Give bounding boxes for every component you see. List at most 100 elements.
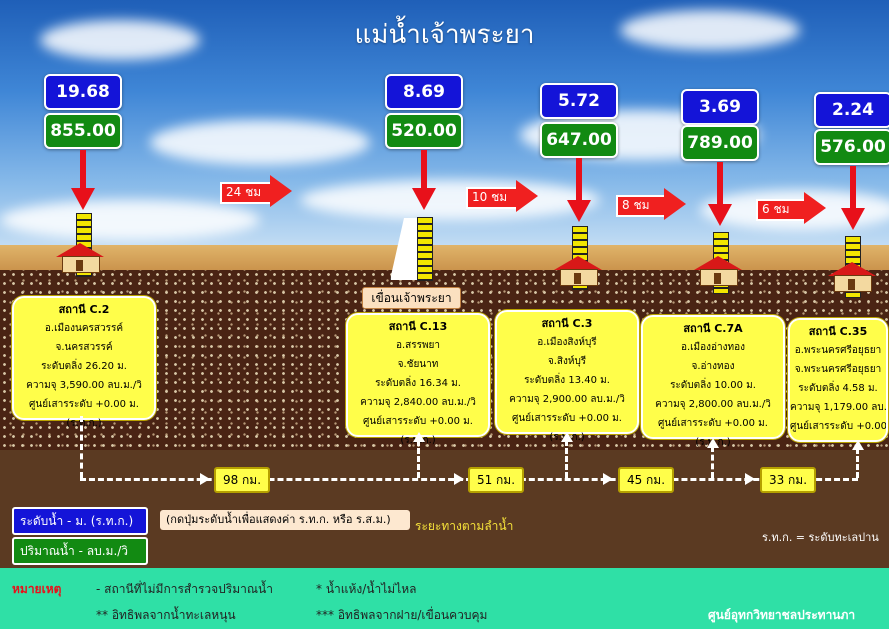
up-arrow-icon [707, 438, 719, 448]
distance-badge: 51 กม. [468, 467, 524, 493]
station-bank-level: ระดับตลิ่ง 26.20 ม. [41, 361, 127, 372]
note-tidal: ** อิทธิพลจากน้ำทะเลหนุน [96, 608, 236, 622]
datum-toggle-hint: (กดปุ่มระดับน้ำเพื่อแสดงค่า ร.ท.ก. หรือ … [160, 510, 410, 530]
station-card-c35[interactable]: สถานี C.35 อ.พระนครศรีอยุธยา จ.พระนครศรี… [788, 318, 888, 442]
station-capacity: ความจุ 2,900.00 ลบ.ม./วิ [509, 394, 625, 405]
travel-time-label: 6 ชม [762, 202, 790, 216]
organization-name: ศูนย์อุทกวิทยาชลประทานภา [708, 608, 856, 622]
water-level-button-c35[interactable]: 2.24 [814, 92, 889, 128]
down-arrow-icon [841, 208, 865, 230]
station-name: สถานี C.2 [58, 303, 110, 316]
station-datum: ศูนย์เสารระดับ +0.00 ม.(ร.ท.ก.) [29, 399, 139, 429]
station-card-c2[interactable]: สถานี C.2 อ.เมืองนครสวรรค์ จ.นครสวรรค์ ร… [12, 296, 156, 429]
down-arrow-icon [567, 200, 591, 222]
river-bed [0, 450, 889, 570]
station-house-icon [554, 256, 602, 286]
station-province: จ.นครสวรรค์ [55, 342, 113, 353]
water-level-button-c2[interactable]: 19.68 [44, 74, 122, 110]
water-level-button-c13[interactable]: 8.69 [385, 74, 463, 110]
station-card-c13[interactable]: สถานี C.13 อ.สรรพยา จ.ชัยนาท ระดับตลิ่ง … [346, 313, 490, 446]
station-name: สถานี C.13 [388, 320, 448, 333]
station-bank-level: ระดับตลิ่ง 4.58 ม. [798, 383, 878, 394]
cloud [150, 120, 370, 165]
station-district: อ.เมืองนครสวรรค์ [44, 323, 124, 334]
station-capacity: ความจุ 3,590.00 ลบ.ม./วิ [26, 380, 142, 391]
station-name: สถานี C.3 [541, 317, 593, 330]
station-name: สถานี C.35 [808, 325, 868, 338]
water-level-button-c3[interactable]: 5.72 [540, 83, 618, 119]
flow-value-c3: 647.00 [540, 122, 618, 158]
cloud [0, 200, 260, 240]
page-title: แม่น้ำเจ้าพระยา [354, 20, 535, 50]
station-house-icon [828, 262, 876, 292]
down-arrow-icon [412, 188, 436, 210]
travel-time-arrow: 8 ชม [616, 188, 686, 220]
station-capacity: ความจุ 2,800.00 ลบ.ม./วิ [655, 399, 771, 410]
remark-label: หมายเหตุ [12, 582, 62, 596]
footer-notes: หมายเหตุ - สถานีที่ไม่มีการสำรวจปริมาณน้… [0, 568, 889, 629]
up-arrow-icon [413, 432, 425, 442]
right-arrow-icon [603, 473, 613, 485]
note-dry: * น้ำแห้ง/น้ำไม่ไหล [316, 582, 417, 596]
note-no-survey: - สถานีที่ไม่มีการสำรวจปริมาณน้ำ [96, 582, 273, 596]
station-bank-level: ระดับตลิ่ง 13.40 ม. [524, 375, 610, 386]
note-dam: *** อิทธิพลจากฝาย/เขื่อนควบคุม [316, 608, 488, 622]
datum-note: ร.ท.ก. = ระดับทะเลปาน [762, 531, 879, 544]
up-arrow-icon [852, 440, 864, 450]
station-province: จ.ชัยนาท [397, 359, 439, 370]
station-datum: ศูนย์เสารระดับ +0.00 ม.(ร.ท.ก.) [790, 421, 887, 432]
travel-time-arrow: 6 ชม [756, 192, 826, 224]
station-province: จ.สิงห์บุรี [547, 356, 587, 367]
station-house-icon [694, 256, 742, 286]
travel-time-label: 8 ชม [622, 198, 650, 212]
distance-badge: 45 กม. [618, 467, 674, 493]
dam-label: เขื่อนเจ้าพระยา [362, 287, 461, 309]
water-level-button-c7a[interactable]: 3.69 [681, 89, 759, 125]
right-arrow-icon [454, 473, 464, 485]
station-bank-level: ระดับตลิ่ง 16.34 ม. [375, 378, 461, 389]
station-arrow-stem [717, 162, 723, 206]
distance-path [711, 446, 714, 478]
right-arrow-icon [200, 473, 210, 485]
travel-time-label: 24 ชม [226, 185, 262, 199]
station-capacity: ความจุ 1,179.00 ลบ.ม./วิ [790, 402, 887, 413]
station-bank-level: ระดับตลิ่ง 10.00 ม. [670, 380, 756, 391]
right-arrow-icon [745, 473, 755, 485]
up-arrow-icon [561, 432, 573, 442]
distance-path [417, 440, 420, 478]
water-gauge-icon [417, 217, 433, 281]
station-arrow-stem [576, 158, 582, 202]
station-province: จ.อ่างทอง [691, 361, 735, 372]
station-arrow-stem [421, 150, 427, 190]
station-province: จ.พระนครศรีอยุธยา [794, 364, 882, 375]
station-arrow-stem [80, 150, 86, 190]
flow-value-c7a: 789.00 [681, 125, 759, 161]
distance-path [565, 440, 568, 478]
station-card-c7a[interactable]: สถานี C.7A อ.เมืองอ่างทอง จ.อ่างทอง ระดั… [641, 315, 785, 448]
cloud [620, 10, 800, 50]
travel-time-arrow: 24 ชม [220, 175, 292, 207]
station-name: สถานี C.7A [683, 322, 743, 335]
legend-level-button[interactable]: ระดับน้ำ - ม. (ร.ท.ก.) [12, 507, 148, 535]
station-card-c3[interactable]: สถานี C.3 อ.เมืองสิงห์บุรี จ.สิงห์บุรี ร… [495, 310, 639, 443]
cloud [300, 180, 600, 220]
cloud [40, 20, 200, 60]
travel-time-arrow: 10 ชม [466, 180, 538, 212]
flow-value-c35: 576.00 [814, 129, 889, 165]
down-arrow-icon [71, 188, 95, 210]
station-arrow-stem [850, 166, 856, 210]
station-capacity: ความจุ 2,840.00 ลบ.ม./วิ [360, 397, 476, 408]
legend-flow: ปริมาณน้ำ - ลบ.ม./วิ [12, 537, 148, 565]
station-house-icon [56, 243, 104, 273]
down-arrow-icon [708, 204, 732, 226]
distance-badge: 98 กม. [214, 467, 270, 493]
station-district: อ.สรรพยา [395, 340, 441, 351]
distance-path [856, 448, 859, 478]
distance-badge: 33 กม. [760, 467, 816, 493]
travel-time-label: 10 ชม [472, 190, 508, 204]
station-district: อ.เมืองสิงห์บุรี [537, 337, 597, 348]
flow-value-c13: 520.00 [385, 113, 463, 149]
distance-path [80, 416, 83, 478]
station-district: อ.พระนครศรีอยุธยา [794, 345, 882, 356]
flow-value-c2: 855.00 [44, 113, 122, 149]
